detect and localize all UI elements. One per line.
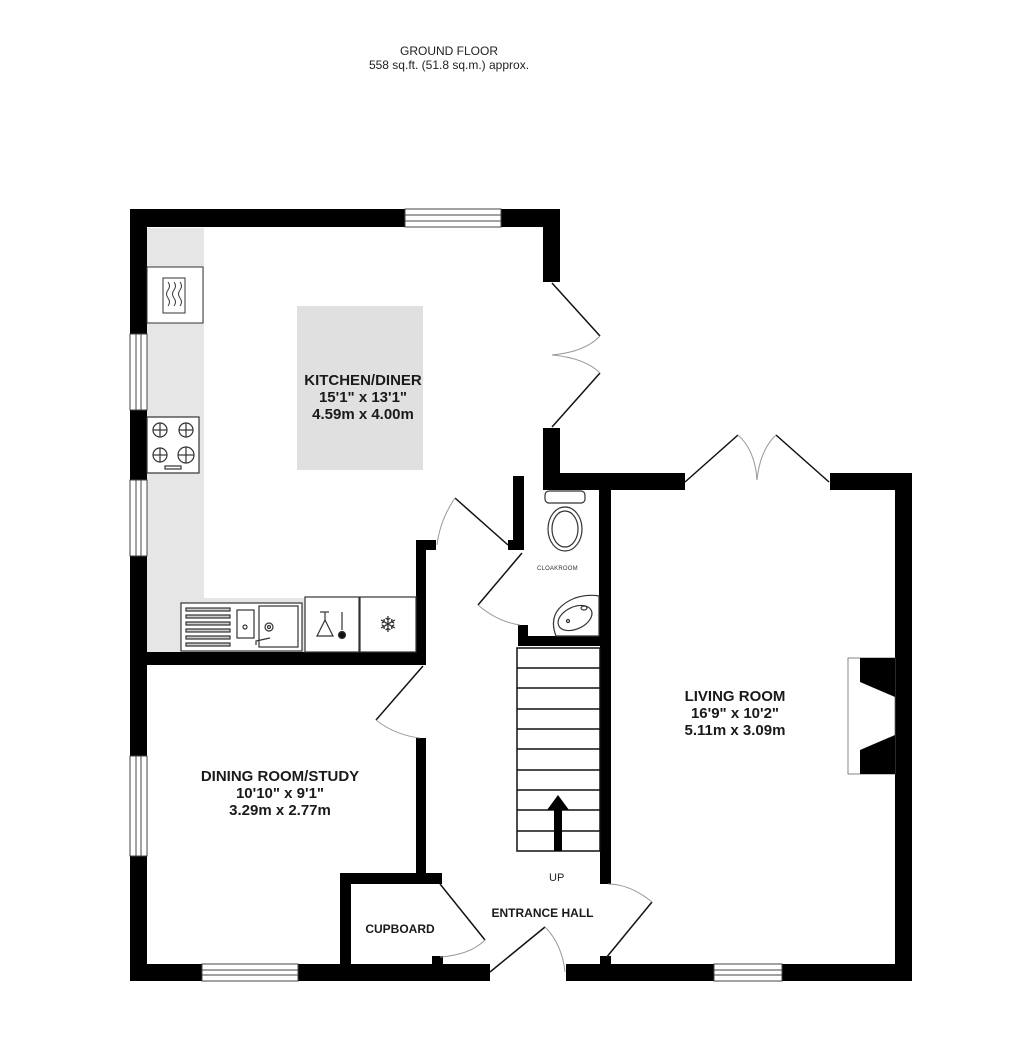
room-dimensions-imperial: 15'1" x 13'1" — [318, 389, 408, 406]
room-cupboard: CUPBOARD — [365, 922, 435, 936]
room-name: LIVING ROOM — [684, 688, 786, 705]
basin-icon — [552, 594, 600, 637]
sink-icon — [180, 602, 303, 652]
staircase — [516, 647, 601, 852]
toilet-icon — [544, 490, 586, 552]
svg-text:❄: ❄ — [379, 613, 397, 638]
windows — [129, 208, 783, 982]
room-dining-study: DINING ROOM/STUDY 10'10" x 9'1" 3.29m x … — [160, 768, 400, 819]
room-dimensions-metric: 3.29m x 2.77m — [229, 802, 331, 819]
microwave-icon — [146, 266, 204, 324]
room-cloakroom: CLOAKROOM — [537, 566, 578, 572]
hob-icon — [146, 416, 200, 474]
room-dimensions-imperial: 10'10" x 9'1" — [235, 785, 325, 802]
floor-header: GROUND FLOOR 558 sq.ft. (51.8 sq.m.) app… — [0, 44, 898, 72]
floor-area: 558 sq.ft. (51.8 sq.m.) approx. — [368, 58, 530, 72]
fridge-freezer-icon: ❄ — [359, 596, 417, 653]
room-entrance-hall: ENTRANCE HALL — [491, 906, 594, 920]
doors — [375, 282, 830, 973]
floor-title: GROUND FLOOR — [399, 44, 498, 58]
room-kitchen-diner: KITCHEN/DINER 15'1" x 13'1" 4.59m x 4.00… — [248, 372, 478, 423]
walls — [130, 209, 912, 981]
room-dimensions-metric: 5.11m x 3.09m — [684, 722, 786, 739]
dishwasher-icon — [304, 596, 360, 653]
room-dimensions-imperial: 16'9" x 10'2" — [690, 705, 780, 722]
room-living-room: LIVING ROOM 16'9" x 10'2" 5.11m x 3.09m — [620, 688, 850, 739]
room-name: KITCHEN/DINER — [304, 372, 422, 389]
stairs-up-label: UP — [549, 872, 565, 884]
room-dimensions-metric: 4.59m x 4.00m — [312, 406, 414, 423]
stairs-up-arrow-icon — [547, 795, 569, 851]
kitchen-island — [297, 306, 423, 470]
room-name: DINING ROOM/STUDY — [200, 768, 360, 785]
fireplace-icon — [847, 657, 896, 775]
